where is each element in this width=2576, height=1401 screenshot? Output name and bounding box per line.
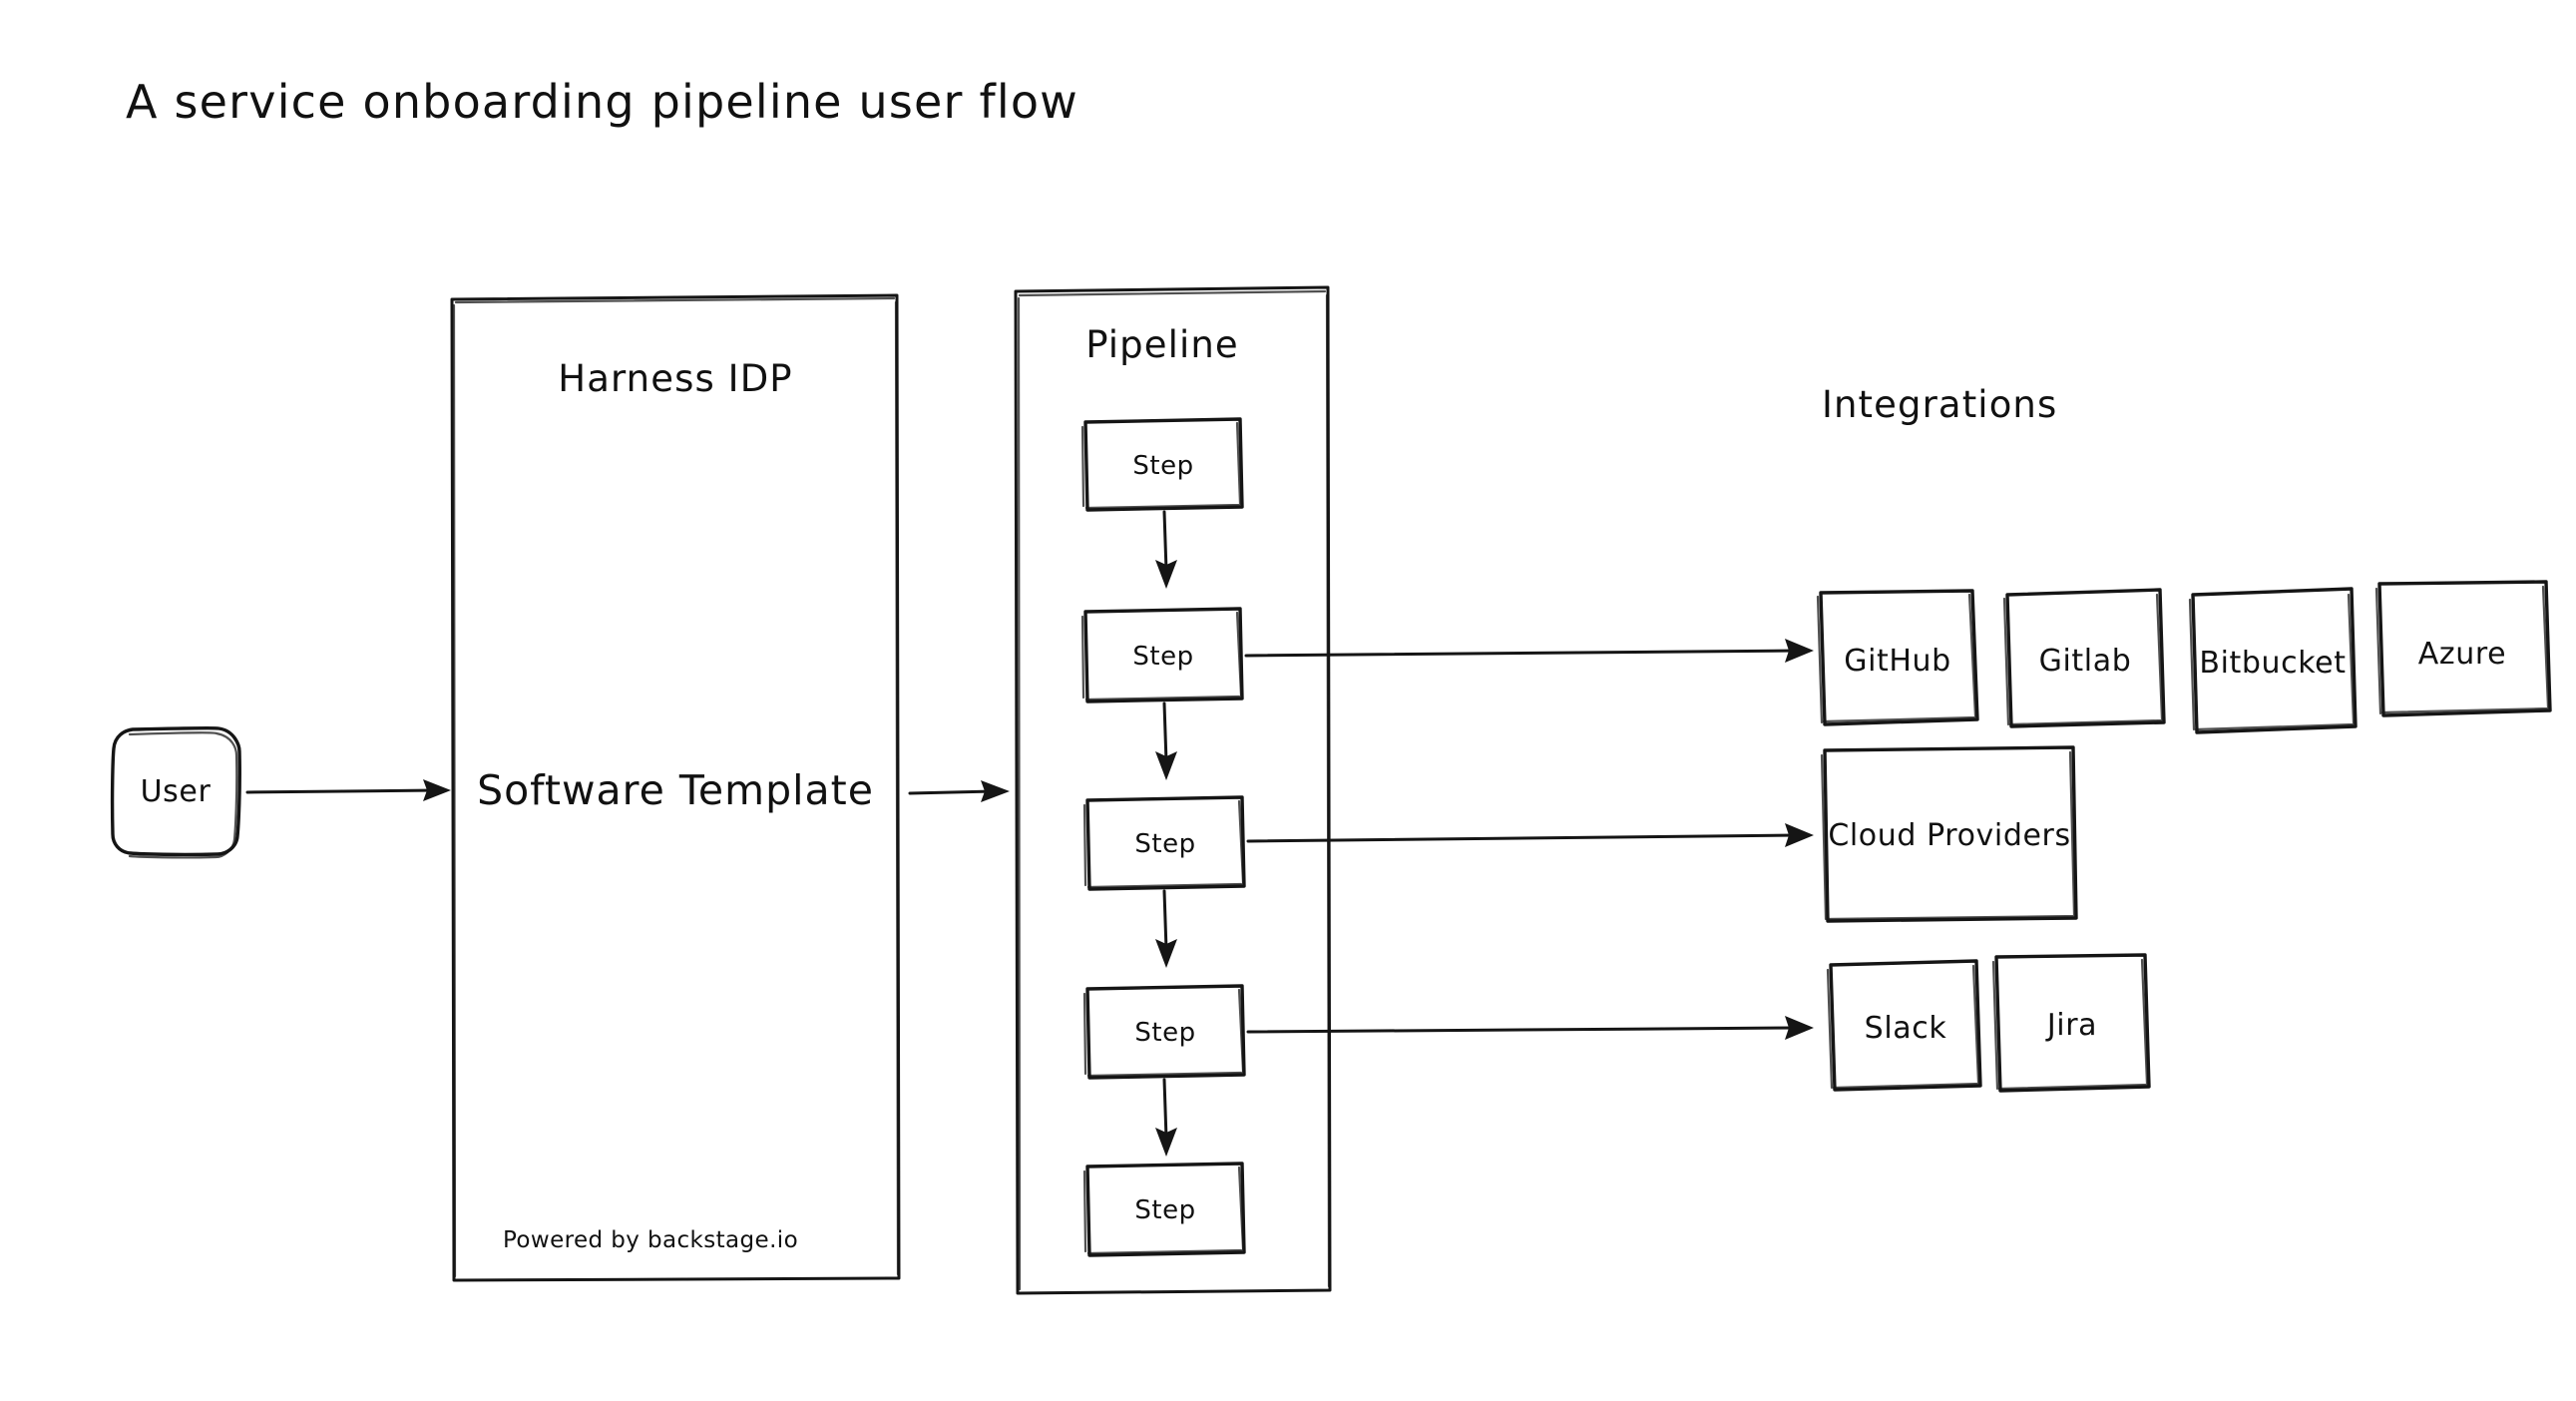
pipeline-step-4[interactable]: Step	[1082, 984, 1246, 1080]
integration-card-border	[1829, 959, 1982, 1092]
connector-user-to-idp	[245, 779, 451, 801]
pipeline-step-label: Step	[1134, 1018, 1195, 1048]
integration-card-bitbucket[interactable]: Bitbucket	[2188, 587, 2358, 734]
connector-line	[1162, 889, 1168, 952]
arrow-head-icon	[981, 780, 1010, 802]
integration-card-label: Jira	[2045, 1008, 2097, 1043]
connector-step2-to-scm	[1244, 639, 1814, 663]
user-node[interactable]: User	[110, 726, 241, 859]
connector-step4-to-step5	[1155, 1078, 1177, 1157]
user-node-label: User	[141, 774, 212, 809]
pipeline-panel-border	[1014, 285, 1332, 1295]
integration-card-label: Gitlab	[2039, 644, 2132, 679]
integrations-title: Integrations	[1822, 383, 2057, 426]
pipeline-step-3[interactable]: Step	[1082, 795, 1246, 891]
connector-line	[1162, 1078, 1168, 1141]
connector-step4-to-collaboration	[1246, 1016, 1814, 1040]
pipeline-step-1[interactable]: Step	[1080, 417, 1244, 512]
integration-card-azure[interactable]: Azure	[2374, 580, 2552, 717]
integration-card-jira[interactable]: Jira	[1991, 953, 2151, 1093]
idp-panel-title: Harness IDP	[558, 357, 792, 400]
pipeline-step-border-sketch	[1080, 421, 1242, 510]
integration-card-border	[2005, 588, 2166, 728]
user-node-border-sketch	[128, 731, 238, 859]
integration-card-slack[interactable]: Slack	[1826, 959, 1982, 1092]
pipeline-step-border	[1085, 1162, 1246, 1257]
arrow-head-icon	[1785, 1016, 1814, 1040]
integration-card-border	[1823, 745, 2078, 923]
connector-step1-to-step2	[1155, 510, 1177, 589]
pipeline-step-border	[1083, 607, 1244, 703]
user-node-border	[110, 726, 241, 857]
pipeline-step-label: Step	[1134, 829, 1195, 859]
connector-line	[1162, 510, 1168, 573]
connector-line	[1244, 649, 1799, 658]
idp-panel-border	[450, 293, 901, 1282]
integration-card-border	[2191, 587, 2358, 734]
integration-card-border-sketch	[2374, 585, 2550, 715]
connector-step3-to-cloud	[1246, 823, 1814, 847]
pipeline-panel-border-sketch	[1017, 289, 1331, 1291]
arrow-head-icon	[1785, 639, 1814, 663]
integration-card-border-sketch	[1991, 958, 2150, 1091]
arrow-head-icon	[1785, 823, 1814, 847]
connector-line	[245, 788, 438, 794]
connector-line	[1162, 701, 1168, 764]
connector-idp-to-pipeline	[908, 780, 1010, 802]
idp-panel-center-label: Software Template	[477, 766, 874, 814]
pipeline-panel[interactable]: Pipeline Step Step	[1014, 285, 1332, 1295]
integration-card-border-sketch	[1816, 593, 1977, 724]
page-title: A service onboarding pipeline user flow	[126, 75, 1078, 129]
integration-card-border	[2377, 580, 2552, 717]
pipeline-step-border-sketch	[1082, 799, 1245, 889]
pipeline-panel-title: Pipeline	[1085, 323, 1239, 366]
integration-card-label: Cloud Providers	[1828, 818, 2070, 853]
integration-card-label: Azure	[2418, 637, 2506, 672]
integration-card-border-sketch	[1820, 750, 2077, 921]
integration-card-border-sketch	[1826, 964, 1981, 1090]
integration-card-border	[1994, 953, 2151, 1093]
integration-card-github[interactable]: GitHub	[1816, 589, 1979, 726]
integration-card-label: GitHub	[1844, 644, 1951, 679]
integration-card-cloud-providers[interactable]: Cloud Providers	[1820, 745, 2078, 923]
integration-card-border	[1819, 589, 1979, 726]
idp-panel[interactable]: Harness IDP Software Template Powered by…	[450, 293, 901, 1282]
integration-card-gitlab[interactable]: Gitlab	[2002, 588, 2166, 728]
connector-line	[1246, 1026, 1799, 1034]
integration-card-label: Slack	[1865, 1011, 1947, 1046]
arrow-head-icon	[1155, 1128, 1177, 1157]
connector-line	[1246, 833, 1799, 843]
pipeline-step-border	[1085, 984, 1246, 1080]
arrow-head-icon	[423, 779, 451, 801]
idp-panel-footer: Powered by backstage.io	[503, 1227, 798, 1253]
pipeline-step-border	[1085, 795, 1246, 891]
connector-step3-to-step4	[1155, 889, 1177, 968]
arrow-head-icon	[1155, 560, 1177, 589]
connector-step2-to-step3	[1155, 701, 1177, 780]
pipeline-step-border-sketch	[1080, 611, 1243, 701]
pipeline-step-2[interactable]: Step	[1080, 607, 1244, 703]
pipeline-step-5[interactable]: Step	[1082, 1162, 1246, 1257]
pipeline-step-label: Step	[1132, 451, 1193, 481]
integration-card-border-sketch	[2188, 593, 2356, 731]
pipeline-step-label: Step	[1132, 642, 1193, 672]
idp-panel-border-sketch	[452, 296, 900, 1278]
pipeline-step-label: Step	[1134, 1195, 1195, 1225]
pipeline-step-border-sketch	[1082, 1166, 1245, 1255]
arrow-head-icon	[1155, 939, 1177, 968]
pipeline-step-border-sketch	[1082, 988, 1245, 1078]
integration-card-border-sketch	[2002, 593, 2164, 726]
connector-line	[908, 789, 996, 795]
pipeline-step-border	[1083, 417, 1244, 512]
arrow-head-icon	[1155, 751, 1177, 780]
integration-card-label: Bitbucket	[2199, 646, 2346, 681]
